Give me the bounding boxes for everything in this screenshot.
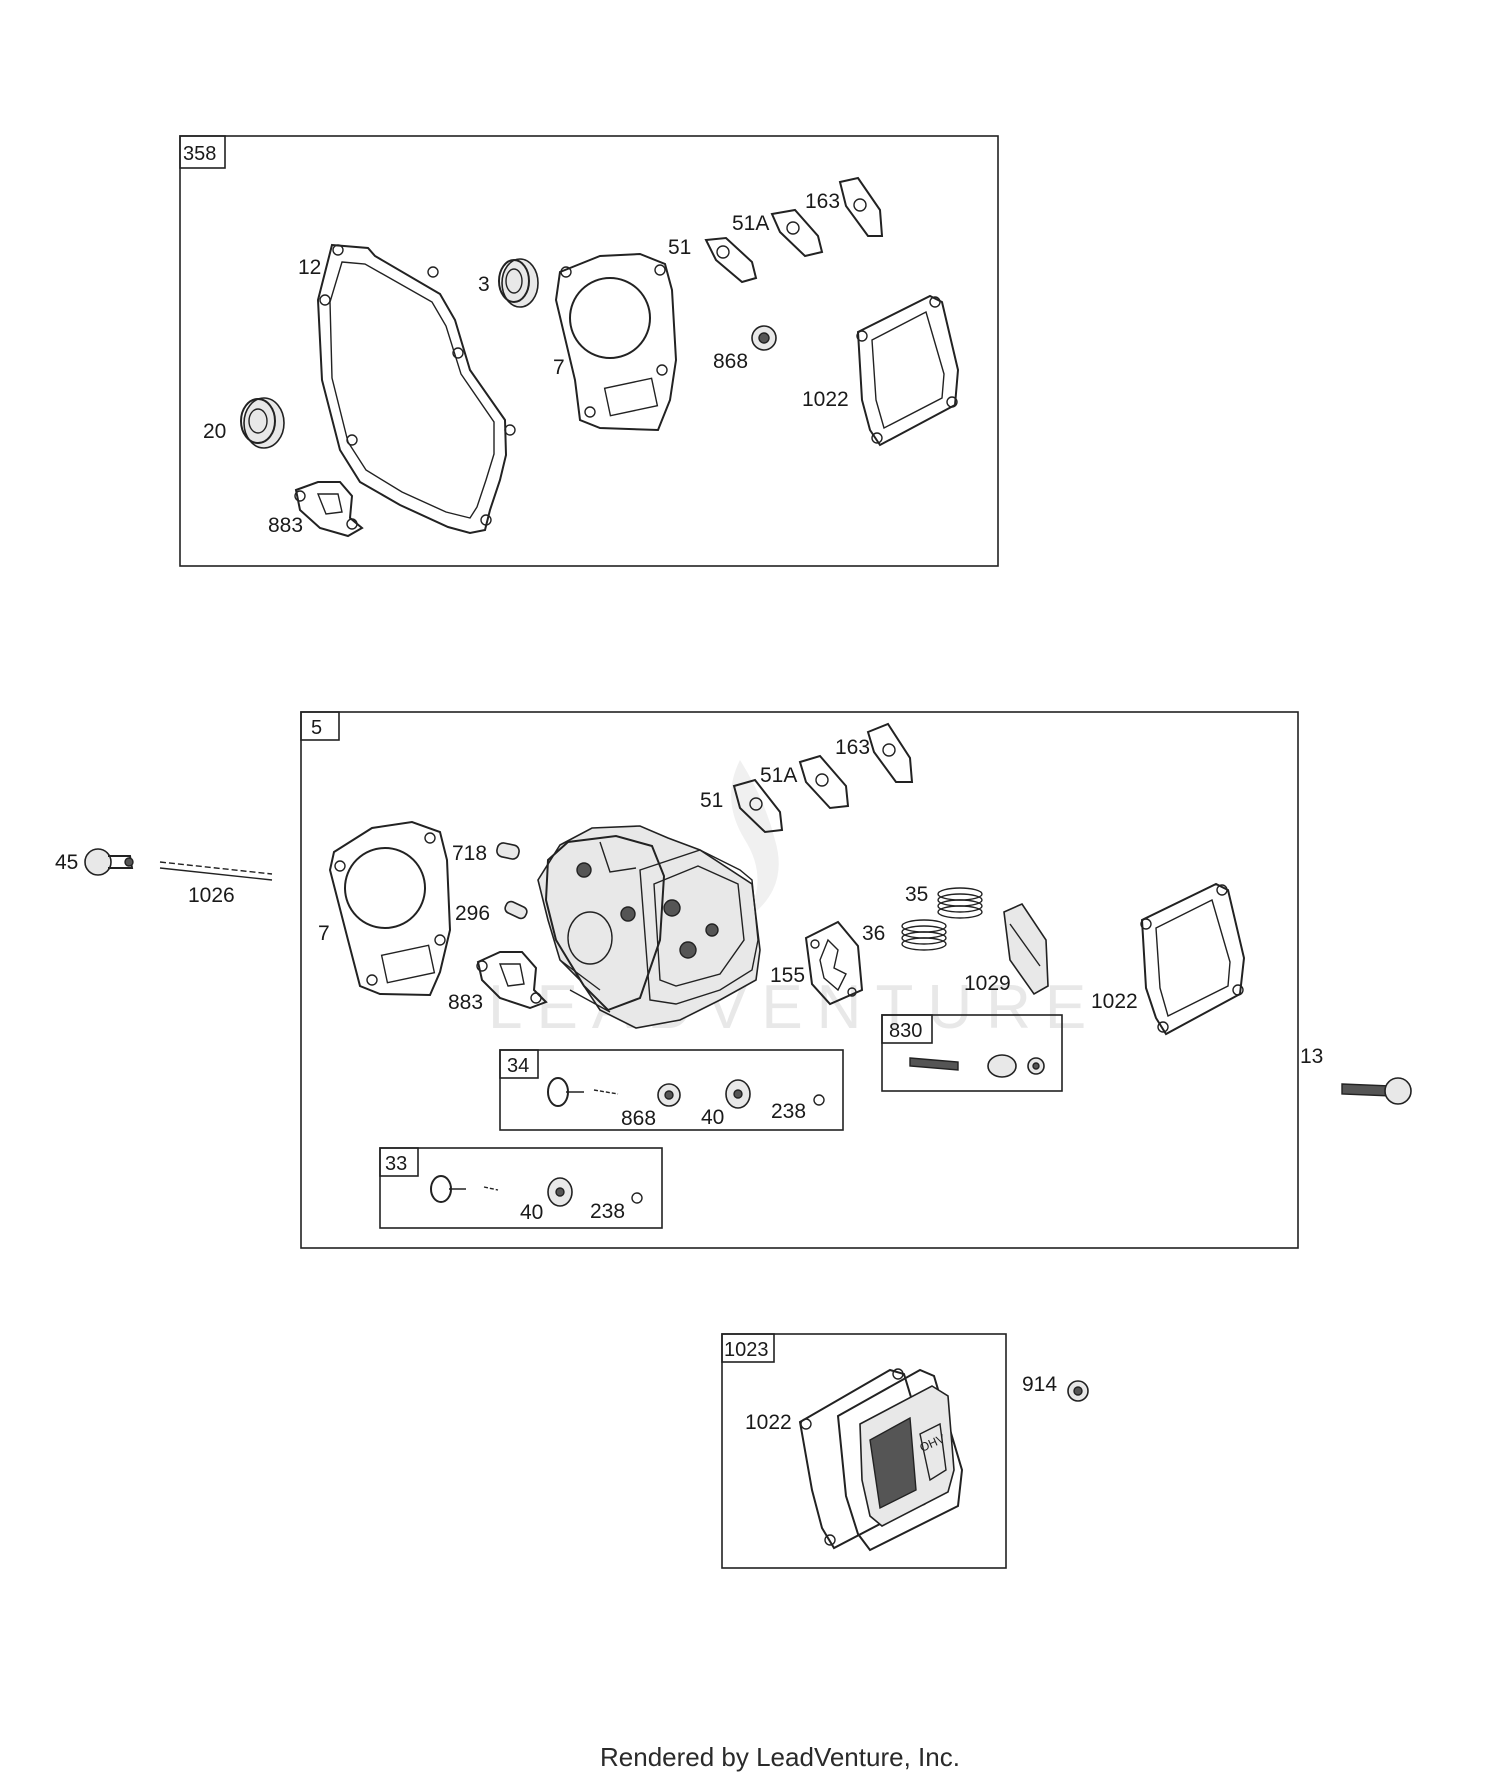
group-34-tag	[499, 1049, 539, 1079]
valve-33[interactable]	[430, 1175, 499, 1203]
label-883[interactable]: 883	[268, 514, 303, 537]
label-7-b[interactable]: 7	[318, 922, 330, 945]
group-5: 5 163 51A 51 7 718 296	[300, 711, 1299, 1249]
group-830: 830	[881, 1014, 1063, 1092]
group-33-frame	[379, 1147, 663, 1229]
retainer-40[interactable]	[725, 1079, 751, 1109]
group-358-label[interactable]: 358	[183, 143, 216, 165]
retainer-40-b[interactable]	[547, 1177, 573, 1207]
group-34-label[interactable]: 34	[507, 1055, 529, 1077]
pin-296[interactable]	[503, 900, 528, 920]
valve-cover-gasket-1022[interactable]	[856, 294, 960, 447]
label-3[interactable]: 3	[478, 273, 490, 296]
group-830-label[interactable]: 830	[889, 1020, 922, 1042]
keeper-238-b[interactable]	[631, 1192, 643, 1204]
seal-868[interactable]	[751, 325, 777, 351]
label-51[interactable]: 51	[668, 236, 691, 259]
group-33: 33 40 238	[379, 1147, 663, 1229]
label-35[interactable]: 35	[905, 883, 928, 906]
pin-718[interactable]	[496, 842, 520, 860]
head-gasket-7[interactable]	[554, 252, 678, 432]
label-1022[interactable]: 1022	[802, 388, 849, 411]
gasket-163[interactable]	[838, 176, 884, 237]
spring-35[interactable]	[937, 887, 983, 919]
plate-155[interactable]	[804, 920, 864, 1006]
gasket-163-b[interactable]	[866, 722, 914, 783]
label-238-b[interactable]: 238	[590, 1200, 625, 1223]
group-1023-label[interactable]: 1023	[724, 1339, 769, 1361]
bolt-45[interactable]	[84, 848, 134, 876]
footer-credit: Rendered by LeadVenture, Inc.	[600, 1742, 960, 1772]
group-830-tag	[881, 1014, 933, 1044]
label-296[interactable]: 296	[455, 902, 490, 925]
group-1023-tag	[721, 1333, 775, 1363]
group-1023-frame	[721, 1333, 1007, 1569]
label-45[interactable]: 45	[55, 851, 78, 874]
spring-36[interactable]	[901, 919, 947, 951]
label-914[interactable]: 914	[1022, 1373, 1057, 1396]
bolt-13[interactable]	[1341, 1077, 1412, 1105]
label-12[interactable]: 12	[298, 256, 321, 279]
group-1023: 1023 1022 OHV	[721, 1333, 1007, 1569]
stud-1026[interactable]	[159, 861, 273, 881]
label-51-b[interactable]: 51	[700, 789, 723, 812]
label-868-b[interactable]: 868	[621, 1107, 656, 1130]
valve-cover-gasket-1022-b[interactable]	[1140, 882, 1246, 1036]
label-883-b[interactable]: 883	[448, 991, 483, 1014]
keeper-238[interactable]	[813, 1094, 825, 1106]
label-718[interactable]: 718	[452, 842, 487, 865]
label-163-b[interactable]: 163	[835, 736, 870, 759]
group-358-tag	[179, 135, 226, 169]
group-5-frame	[300, 711, 1299, 1249]
label-238[interactable]: 238	[771, 1100, 806, 1123]
seal-868-b[interactable]	[657, 1083, 681, 1107]
valve-34[interactable]	[547, 1077, 619, 1107]
gasket-51[interactable]	[704, 236, 758, 284]
label-51a[interactable]: 51A	[732, 212, 769, 235]
label-1029[interactable]: 1029	[964, 972, 1011, 995]
label-163[interactable]: 163	[805, 190, 840, 213]
oil-seal-20[interactable]	[240, 397, 285, 449]
label-13[interactable]: 13	[1300, 1045, 1323, 1068]
label-7[interactable]: 7	[553, 356, 565, 379]
label-20[interactable]: 20	[203, 420, 226, 443]
label-155[interactable]: 155	[770, 964, 805, 987]
group-358: 358 12 3 7 51 51A	[179, 135, 999, 567]
group-34-frame	[499, 1049, 844, 1131]
cylinder-head[interactable]	[537, 825, 761, 1029]
head-gasket-7-b[interactable]	[328, 820, 452, 997]
label-1022-c[interactable]: 1022	[745, 1411, 792, 1434]
group-33-tag	[379, 1147, 419, 1177]
label-36[interactable]: 36	[862, 922, 885, 945]
oil-seal-3[interactable]	[498, 258, 539, 308]
group-34: 34 868 40 238	[499, 1049, 844, 1131]
valve-cover[interactable]: OHV	[836, 1368, 964, 1552]
guide-1029[interactable]	[1003, 902, 1049, 996]
label-868[interactable]: 868	[713, 350, 748, 373]
gasket-51a[interactable]	[770, 208, 824, 258]
label-40-b[interactable]: 40	[520, 1201, 543, 1224]
gasket-51a-b[interactable]	[798, 754, 850, 810]
group-33-label[interactable]: 33	[385, 1153, 407, 1175]
group-5-label[interactable]: 5	[311, 717, 322, 739]
crankcase-gasket[interactable]	[316, 243, 508, 535]
adjuster-830[interactable]	[909, 1054, 1045, 1078]
label-1022-b[interactable]: 1022	[1091, 990, 1138, 1013]
gasket-883[interactable]	[294, 481, 364, 538]
label-51a-b[interactable]: 51A	[760, 764, 797, 787]
group-830-frame	[881, 1014, 1063, 1092]
label-1026[interactable]: 1026	[188, 884, 235, 907]
gasket-51-b[interactable]	[732, 778, 784, 834]
nut-914[interactable]	[1067, 1380, 1089, 1402]
gasket-883-b[interactable]	[476, 951, 548, 1010]
label-40[interactable]: 40	[701, 1106, 724, 1129]
group-358-frame	[179, 135, 999, 567]
group-5-tag	[300, 711, 340, 741]
